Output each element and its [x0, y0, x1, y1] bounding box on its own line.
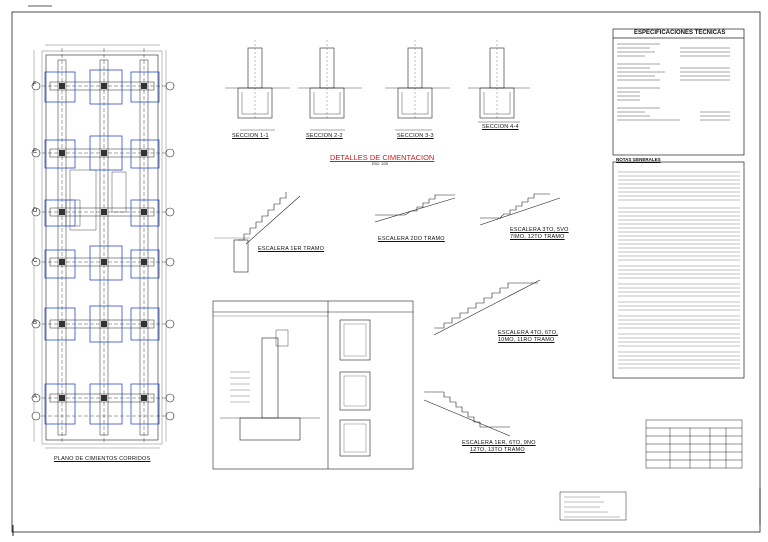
- stair-details: [214, 192, 561, 437]
- footings: [44, 69, 160, 425]
- section-4-label: SECCION 4-4: [482, 124, 519, 130]
- reinforcement-table: [645, 419, 743, 469]
- axis-d: D: [33, 208, 38, 214]
- foundation-sections: [225, 40, 530, 131]
- section-3-label: SECCION 3-3: [397, 133, 434, 139]
- axis-c: C: [33, 258, 38, 264]
- notes-title: NOTAS GENERALES: [616, 157, 661, 162]
- section-1-label: SECCION 1-1: [232, 133, 269, 139]
- legend-box: [559, 491, 627, 521]
- axis-b: B: [33, 320, 38, 326]
- stair-5-label: ESCALERA 1ER, 6TO, 9NO: [462, 440, 536, 446]
- axis-e: E: [33, 149, 38, 155]
- foundation-plan: [33, 44, 170, 449]
- section-2-label: SECCION 2-2: [306, 133, 343, 139]
- stair-2-label: ESCALERA 2DO TRAMO: [378, 236, 445, 242]
- axis-f: F: [33, 82, 37, 88]
- axis-a: A: [33, 394, 38, 400]
- spec-box: [612, 28, 745, 379]
- stair-3-label: ESCALERA 3TO, 5VO: [510, 227, 569, 233]
- details-scale: ESC: 1/25: [372, 162, 388, 166]
- column-detail: [212, 300, 414, 470]
- specs-title: ESPECIFICACIONES TECNICAS: [634, 30, 726, 36]
- spec-lines: [617, 43, 730, 121]
- plan-title: PLANO DE CIMIENTOS CORRIDOS: [54, 456, 151, 462]
- stair-3-label-2: 7IMO, 12TO TRAMO: [510, 234, 565, 240]
- stair-1-label: ESCALERA 1ER TRAMO: [258, 246, 325, 252]
- stair-4-label: ESCALERA 4TO, 6TO,: [498, 330, 558, 336]
- stair-5-label-2: 12TO, 13TO TRAMO: [470, 447, 525, 453]
- details-title: DETALLES DE CIMENTACION: [330, 153, 435, 162]
- notes-lines: [618, 171, 740, 369]
- stair-4-label-2: 10MO, 11RO TRAMO: [498, 337, 555, 343]
